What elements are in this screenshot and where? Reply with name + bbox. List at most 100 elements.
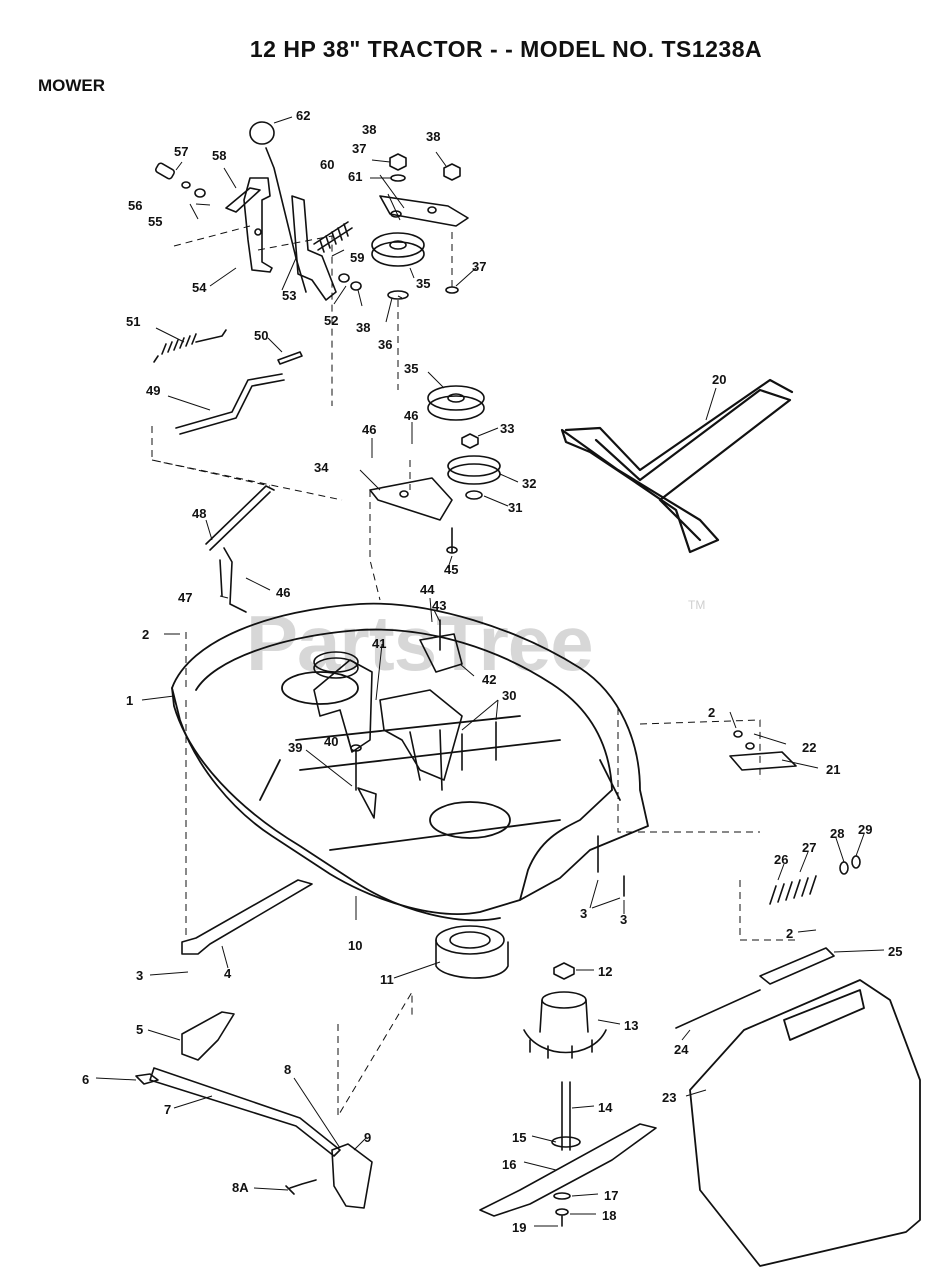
callout-46: 46 bbox=[276, 585, 291, 600]
mower-blade-part bbox=[479, 1123, 657, 1217]
idler-bracket-part bbox=[379, 195, 469, 227]
callout-19: 19 bbox=[512, 1220, 527, 1235]
callout-22: 22 bbox=[802, 740, 817, 755]
spring-part bbox=[313, 221, 353, 253]
callout-20: 20 bbox=[712, 372, 727, 387]
callout-5: 5 bbox=[136, 1022, 144, 1037]
callout-2: 2 bbox=[786, 926, 794, 941]
callout-38: 38 bbox=[356, 320, 371, 335]
hairpin-clip-part bbox=[135, 1073, 159, 1085]
callout-18: 18 bbox=[602, 1208, 617, 1223]
rear-link-bracket-part bbox=[331, 1143, 373, 1209]
callout-25: 25 bbox=[888, 944, 903, 959]
top-nuts-part bbox=[389, 153, 461, 294]
callout-53: 53 bbox=[282, 288, 297, 303]
center-bracket-assembly-part bbox=[313, 633, 463, 791]
callout-3: 3 bbox=[620, 912, 628, 927]
callout-7: 7 bbox=[164, 1102, 172, 1117]
callout-42: 42 bbox=[482, 672, 497, 687]
drive-belt-part bbox=[560, 378, 794, 554]
callout-27: 27 bbox=[802, 840, 817, 855]
callout-46: 46 bbox=[404, 408, 419, 423]
callout-38: 38 bbox=[362, 122, 377, 137]
extension-spring-part bbox=[153, 329, 227, 363]
spindle-assembly-part bbox=[523, 991, 607, 1059]
callout-48: 48 bbox=[192, 506, 207, 521]
callout-43: 43 bbox=[432, 598, 447, 613]
callout-2: 2 bbox=[142, 627, 150, 642]
diagram-title: 12 HP 38" TRACTOR - - MODEL NO. TS1238A bbox=[249, 36, 763, 62]
deck-bolts-part bbox=[350, 619, 625, 897]
lift-arm-part bbox=[149, 1067, 341, 1157]
idler-pulley-lower-part bbox=[427, 385, 485, 421]
callout-10: 10 bbox=[348, 938, 363, 953]
flat-idler-stack-part bbox=[447, 433, 501, 500]
callout-44: 44 bbox=[420, 582, 435, 597]
callout-26: 26 bbox=[774, 852, 789, 867]
callout-21: 21 bbox=[826, 762, 841, 777]
callout-2: 2 bbox=[708, 705, 716, 720]
callout-3: 3 bbox=[136, 968, 144, 983]
callout-24: 24 bbox=[674, 1042, 689, 1057]
callout-29: 29 bbox=[858, 822, 873, 837]
callout-45: 45 bbox=[444, 562, 459, 577]
pin-hardware-part bbox=[155, 162, 206, 198]
front-link-rod-part bbox=[205, 485, 275, 613]
callout-57: 57 bbox=[174, 144, 189, 159]
callout-37: 37 bbox=[472, 259, 487, 274]
triangle-bracket-part bbox=[357, 787, 377, 819]
front-hanger-bracket-part bbox=[181, 879, 313, 955]
callout-60: 60 bbox=[320, 157, 335, 172]
callout-35: 35 bbox=[404, 361, 419, 376]
callout-13: 13 bbox=[624, 1018, 639, 1033]
callout-6: 6 bbox=[82, 1072, 90, 1087]
spindle-shaft-part bbox=[551, 1081, 581, 1151]
callout-39: 39 bbox=[288, 740, 303, 755]
callout-8A: 8A bbox=[232, 1180, 249, 1195]
callout-9: 9 bbox=[364, 1130, 372, 1145]
callout-34: 34 bbox=[314, 460, 329, 475]
callout-8: 8 bbox=[284, 1062, 292, 1077]
callout-62: 62 bbox=[296, 108, 311, 123]
callout-35: 35 bbox=[416, 276, 431, 291]
discharge-chute-part bbox=[689, 979, 921, 1267]
lift-handle-bracket-part bbox=[225, 177, 273, 273]
rear-hanger-part bbox=[181, 1011, 235, 1061]
watermark-trademark: TM bbox=[688, 598, 706, 612]
callout-12: 12 bbox=[598, 964, 613, 979]
callout-32: 32 bbox=[522, 476, 537, 491]
callout-30: 30 bbox=[502, 688, 517, 703]
washer-stack-part bbox=[338, 273, 362, 291]
mower-deck-housing-part bbox=[171, 602, 649, 922]
callout-41: 41 bbox=[372, 636, 387, 651]
callout-58: 58 bbox=[212, 148, 227, 163]
callout-40: 40 bbox=[324, 734, 339, 749]
callout-51: 51 bbox=[126, 314, 141, 329]
callout-52: 52 bbox=[324, 313, 339, 328]
callout-54: 54 bbox=[192, 280, 207, 295]
callout-59: 59 bbox=[350, 250, 365, 265]
callout-1: 1 bbox=[126, 693, 134, 708]
callout-38: 38 bbox=[426, 129, 441, 144]
shoulder-bolt-part bbox=[285, 1179, 317, 1195]
callout-49: 49 bbox=[146, 383, 161, 398]
spindle-nut-part bbox=[553, 962, 575, 980]
idler-arm-bracket-part bbox=[369, 477, 458, 554]
spindle-housing-part bbox=[435, 925, 509, 979]
callout-17: 17 bbox=[604, 1188, 619, 1203]
lift-rod-part bbox=[175, 373, 285, 435]
callout-56: 56 bbox=[128, 198, 143, 213]
idler-pulley-upper-part bbox=[371, 232, 425, 300]
callout-14: 14 bbox=[598, 1100, 613, 1115]
callout-46: 46 bbox=[362, 422, 377, 437]
chute-hinge-part bbox=[675, 947, 835, 1029]
callout-15: 15 bbox=[512, 1130, 527, 1145]
section-label: MOWER bbox=[38, 76, 106, 95]
callout-61: 61 bbox=[348, 169, 363, 184]
callout-23: 23 bbox=[662, 1090, 677, 1105]
callout-37: 37 bbox=[352, 141, 367, 156]
callout-55: 55 bbox=[148, 214, 163, 229]
callout-36: 36 bbox=[378, 337, 393, 352]
callout-3: 3 bbox=[580, 906, 588, 921]
